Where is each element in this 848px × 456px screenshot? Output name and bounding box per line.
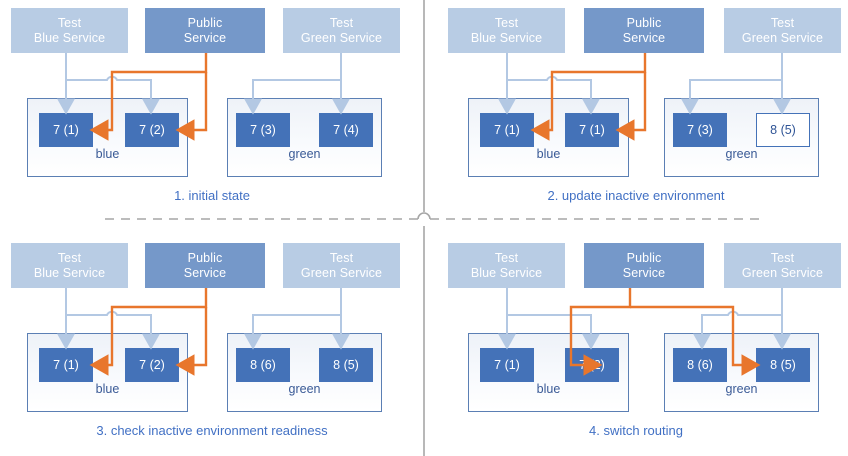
service-label-line2: Blue Service bbox=[33, 265, 106, 280]
test-blue-service-box: Test Blue Service bbox=[448, 243, 565, 288]
green-environment-label: green bbox=[288, 382, 321, 396]
test-blue-service-box: Test Blue Service bbox=[11, 8, 128, 53]
panel-3-check-inactive-environment-readiness: Test Blue Service Public Service Test Gr… bbox=[0, 228, 424, 456]
test-green-service-label: Test Green Service bbox=[301, 16, 382, 46]
test-blue-to-node2 bbox=[66, 75, 160, 115]
public-service-box: Public Service bbox=[584, 8, 704, 53]
service-label-line2: Green Service bbox=[741, 265, 824, 280]
public-service-label: Public Service bbox=[623, 16, 665, 46]
service-label-line1: Public bbox=[187, 15, 223, 30]
test-blue-to-node2 bbox=[507, 314, 600, 350]
blue-environment-label: blue bbox=[95, 382, 120, 396]
instance-node: 8 (5) bbox=[756, 348, 810, 382]
public-route-to-node1 bbox=[530, 53, 647, 141]
instance-node: 7 (2) bbox=[125, 348, 179, 382]
blue-environment-label: blue bbox=[536, 147, 561, 161]
test-green-service-box: Test Green Service bbox=[724, 243, 841, 288]
public-route-to-node2 bbox=[175, 307, 208, 376]
service-label-line2: Blue Service bbox=[33, 30, 106, 45]
service-label-line2: Blue Service bbox=[470, 265, 543, 280]
service-label-line1: Test bbox=[494, 250, 519, 265]
green-environment-label: green bbox=[725, 147, 758, 161]
service-label-line2: Service bbox=[622, 265, 666, 280]
service-label-line1: Test bbox=[329, 15, 354, 30]
instance-node: 7 (3) bbox=[236, 113, 290, 147]
panel-1-connectors bbox=[57, 53, 350, 141]
panel-caption: 1. initial state bbox=[174, 188, 250, 203]
service-label-line1: Test bbox=[494, 15, 519, 30]
test-blue-service-label: Test Blue Service bbox=[471, 16, 542, 46]
test-blue-to-node2 bbox=[66, 310, 160, 350]
public-route-to-node2 bbox=[615, 72, 647, 141]
test-blue-service-label: Test Blue Service bbox=[34, 251, 105, 281]
public-service-label: Public Service bbox=[184, 251, 226, 281]
test-green-to-node3 bbox=[693, 310, 782, 350]
public-service-label: Public Service bbox=[623, 251, 665, 281]
public-service-label: Public Service bbox=[184, 16, 226, 46]
public-route-to-node4 bbox=[630, 305, 761, 376]
instance-node: 8 (6) bbox=[673, 348, 727, 382]
instance-node: 8 (6) bbox=[236, 348, 290, 382]
service-label-line2: Green Service bbox=[300, 265, 383, 280]
service-label-line1: Test bbox=[770, 250, 795, 265]
test-green-to-node3 bbox=[681, 79, 782, 115]
service-label-line1: Public bbox=[626, 15, 662, 30]
service-label-line2: Green Service bbox=[300, 30, 383, 45]
service-label-line1: Public bbox=[626, 250, 662, 265]
public-route-to-node2 bbox=[175, 72, 208, 141]
public-service-box: Public Service bbox=[584, 243, 704, 288]
test-blue-service-box: Test Blue Service bbox=[448, 8, 565, 53]
public-route-to-node1 bbox=[89, 288, 208, 376]
public-service-box: Public Service bbox=[145, 243, 265, 288]
service-label-line1: Test bbox=[57, 250, 82, 265]
test-green-service-box: Test Green Service bbox=[724, 8, 841, 53]
test-green-to-node3 bbox=[244, 79, 341, 115]
test-green-to-node3 bbox=[244, 314, 341, 350]
panel-caption: 4. switch routing bbox=[589, 423, 683, 438]
test-green-service-box: Test Green Service bbox=[283, 243, 400, 288]
service-label-line2: Blue Service bbox=[470, 30, 543, 45]
test-blue-service-label: Test Blue Service bbox=[34, 16, 105, 46]
test-green-service-label: Test Green Service bbox=[301, 251, 382, 281]
blue-environment-label: blue bbox=[536, 382, 561, 396]
service-label-line1: Test bbox=[770, 15, 795, 30]
instance-node: 7 (2) bbox=[125, 113, 179, 147]
panel-2-update-inactive-environment: Test Blue Service Public Service Test Gr… bbox=[424, 0, 848, 228]
instance-node: 7 (1) bbox=[565, 113, 619, 147]
test-green-service-label: Test Green Service bbox=[742, 251, 823, 281]
blue-environment-label: blue bbox=[95, 147, 120, 161]
instance-node: 8 (5) bbox=[756, 113, 810, 147]
public-route-to-node1 bbox=[89, 53, 208, 141]
panel-2-connectors bbox=[498, 53, 791, 141]
service-label-line2: Service bbox=[183, 30, 227, 45]
service-label-line1: Test bbox=[329, 250, 354, 265]
public-service-box: Public Service bbox=[145, 8, 265, 53]
instance-node: 7 (1) bbox=[39, 113, 93, 147]
service-label-line2: Green Service bbox=[741, 30, 824, 45]
panel-4-switch-routing: Test Blue Service Public Service Test Gr… bbox=[424, 228, 848, 456]
public-route-to-node3 bbox=[569, 288, 632, 376]
test-blue-service-label: Test Blue Service bbox=[471, 251, 542, 281]
green-environment-label: green bbox=[725, 382, 758, 396]
test-green-service-label: Test Green Service bbox=[742, 16, 823, 46]
panel-3-connectors bbox=[57, 288, 350, 376]
panel-1-initial-state: Test Blue Service Public Service Test Gr… bbox=[0, 0, 424, 228]
test-green-service-box: Test Green Service bbox=[283, 8, 400, 53]
instance-node: 7 (3) bbox=[673, 113, 727, 147]
service-label-line1: Test bbox=[57, 15, 82, 30]
test-blue-service-box: Test Blue Service bbox=[11, 243, 128, 288]
instance-node: 7 (1) bbox=[39, 348, 93, 382]
panel-caption: 3. check inactive environment readiness bbox=[96, 423, 328, 438]
service-label-line1: Public bbox=[187, 250, 223, 265]
service-label-line2: Service bbox=[622, 30, 666, 45]
test-blue-to-node2 bbox=[507, 75, 600, 115]
green-environment-label: green bbox=[288, 147, 321, 161]
panel-4-connectors bbox=[498, 288, 791, 376]
service-label-line2: Service bbox=[183, 265, 227, 280]
panel-caption: 2. update inactive environment bbox=[547, 188, 725, 203]
